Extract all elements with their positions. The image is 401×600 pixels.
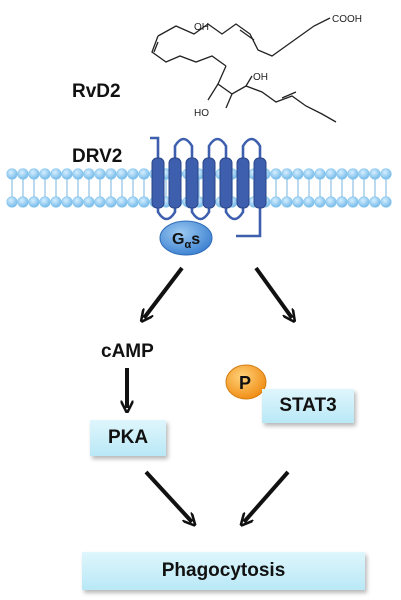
lipid-head: [292, 196, 304, 208]
lipid-head: [347, 168, 359, 180]
lipid-head: [281, 168, 293, 180]
lipid-head: [336, 168, 348, 180]
lipid-head: [61, 196, 73, 208]
lipid-head: [83, 196, 95, 208]
cell-membrane: [6, 168, 392, 208]
hydroxyl-label-1: OH: [194, 22, 209, 33]
phagocytosis-box: Phagocytosis: [82, 552, 365, 590]
g-protein-subscript: α: [184, 239, 191, 251]
rvd2-label: RvD2: [72, 81, 121, 102]
stat3-box: STAT3: [262, 389, 354, 423]
lipid-head: [83, 168, 95, 180]
lipid-head: [138, 196, 150, 208]
drv2-label: DRV2: [72, 146, 122, 167]
pka-box: PKA: [90, 420, 166, 456]
arrow-to-camp: [144, 266, 184, 318]
transmembrane-helix: [236, 157, 250, 209]
phagocytosis-label: Phagocytosis: [161, 560, 286, 581]
camp-label: cAMP: [101, 341, 154, 362]
lipid-head: [127, 196, 139, 208]
lipid-head: [303, 168, 315, 180]
lipid-head: [380, 168, 392, 180]
lipid-head: [127, 168, 139, 180]
lipid-head: [94, 196, 106, 208]
phospho-circle: [225, 364, 267, 400]
transmembrane-helix: [168, 157, 182, 209]
lipid-head: [281, 196, 293, 208]
lipid-head: [325, 168, 337, 180]
lipid-head: [39, 168, 51, 180]
lipid-head: [72, 168, 84, 180]
lipid-head: [138, 168, 150, 180]
lipid-head: [303, 196, 315, 208]
arrow-pka-to-outcome: [144, 470, 192, 522]
lipid-head: [314, 196, 326, 208]
lipid-head: [94, 168, 106, 180]
g-protein-label: Gαs: [172, 231, 200, 251]
g-protein-suffix: s: [191, 231, 200, 248]
arrow-to-stat3: [254, 266, 292, 318]
lipid-head: [358, 196, 370, 208]
pathway-arrows: [127, 266, 292, 522]
lipid-head: [347, 196, 359, 208]
stat3-label: STAT3: [279, 395, 337, 416]
lipid-head: [105, 168, 117, 180]
drv2-receptor: [150, 136, 267, 238]
phospho-label: P: [239, 373, 251, 393]
lipid-head: [116, 168, 128, 180]
lipid-head: [72, 196, 84, 208]
lipid-head: [292, 168, 304, 180]
g-protein: Gαs: [159, 220, 213, 256]
lipid-head: [39, 196, 51, 208]
lipid-head: [28, 196, 40, 208]
hydroxyl-label-3: HO: [194, 108, 209, 119]
rvd2-structure: [151, 17, 337, 123]
lipid-head: [6, 196, 18, 208]
lipid-head: [325, 196, 337, 208]
lipid-head: [369, 168, 381, 180]
lipid-head: [105, 196, 117, 208]
lipid-head: [50, 196, 62, 208]
lipid-head: [380, 196, 392, 208]
lipid-head: [358, 168, 370, 180]
acid-group-label: COOH: [332, 14, 362, 25]
lipid-head: [314, 168, 326, 180]
transmembrane-helix: [185, 157, 199, 209]
pka-label: PKA: [107, 427, 149, 448]
lipid-head: [6, 168, 18, 180]
hydroxyl-label-2: OH: [253, 72, 268, 83]
arrow-stat3-to-outcome: [244, 470, 290, 522]
transmembrane-helix: [202, 157, 216, 209]
lipid-head: [28, 168, 40, 180]
lipid-head: [17, 196, 29, 208]
transmembrane-helix: [219, 157, 233, 209]
lipid-head: [17, 168, 29, 180]
g-protein-base: G: [172, 231, 184, 248]
transmembrane-helix: [151, 157, 165, 209]
lipid-head: [50, 168, 62, 180]
lipid-head: [61, 168, 73, 180]
transmembrane-helix: [253, 157, 267, 209]
lipid-head: [336, 196, 348, 208]
lipid-head: [270, 168, 282, 180]
lipid-head: [270, 196, 282, 208]
lipid-head: [369, 196, 381, 208]
lipid-head: [116, 196, 128, 208]
g-protein-ellipse: [159, 220, 213, 256]
